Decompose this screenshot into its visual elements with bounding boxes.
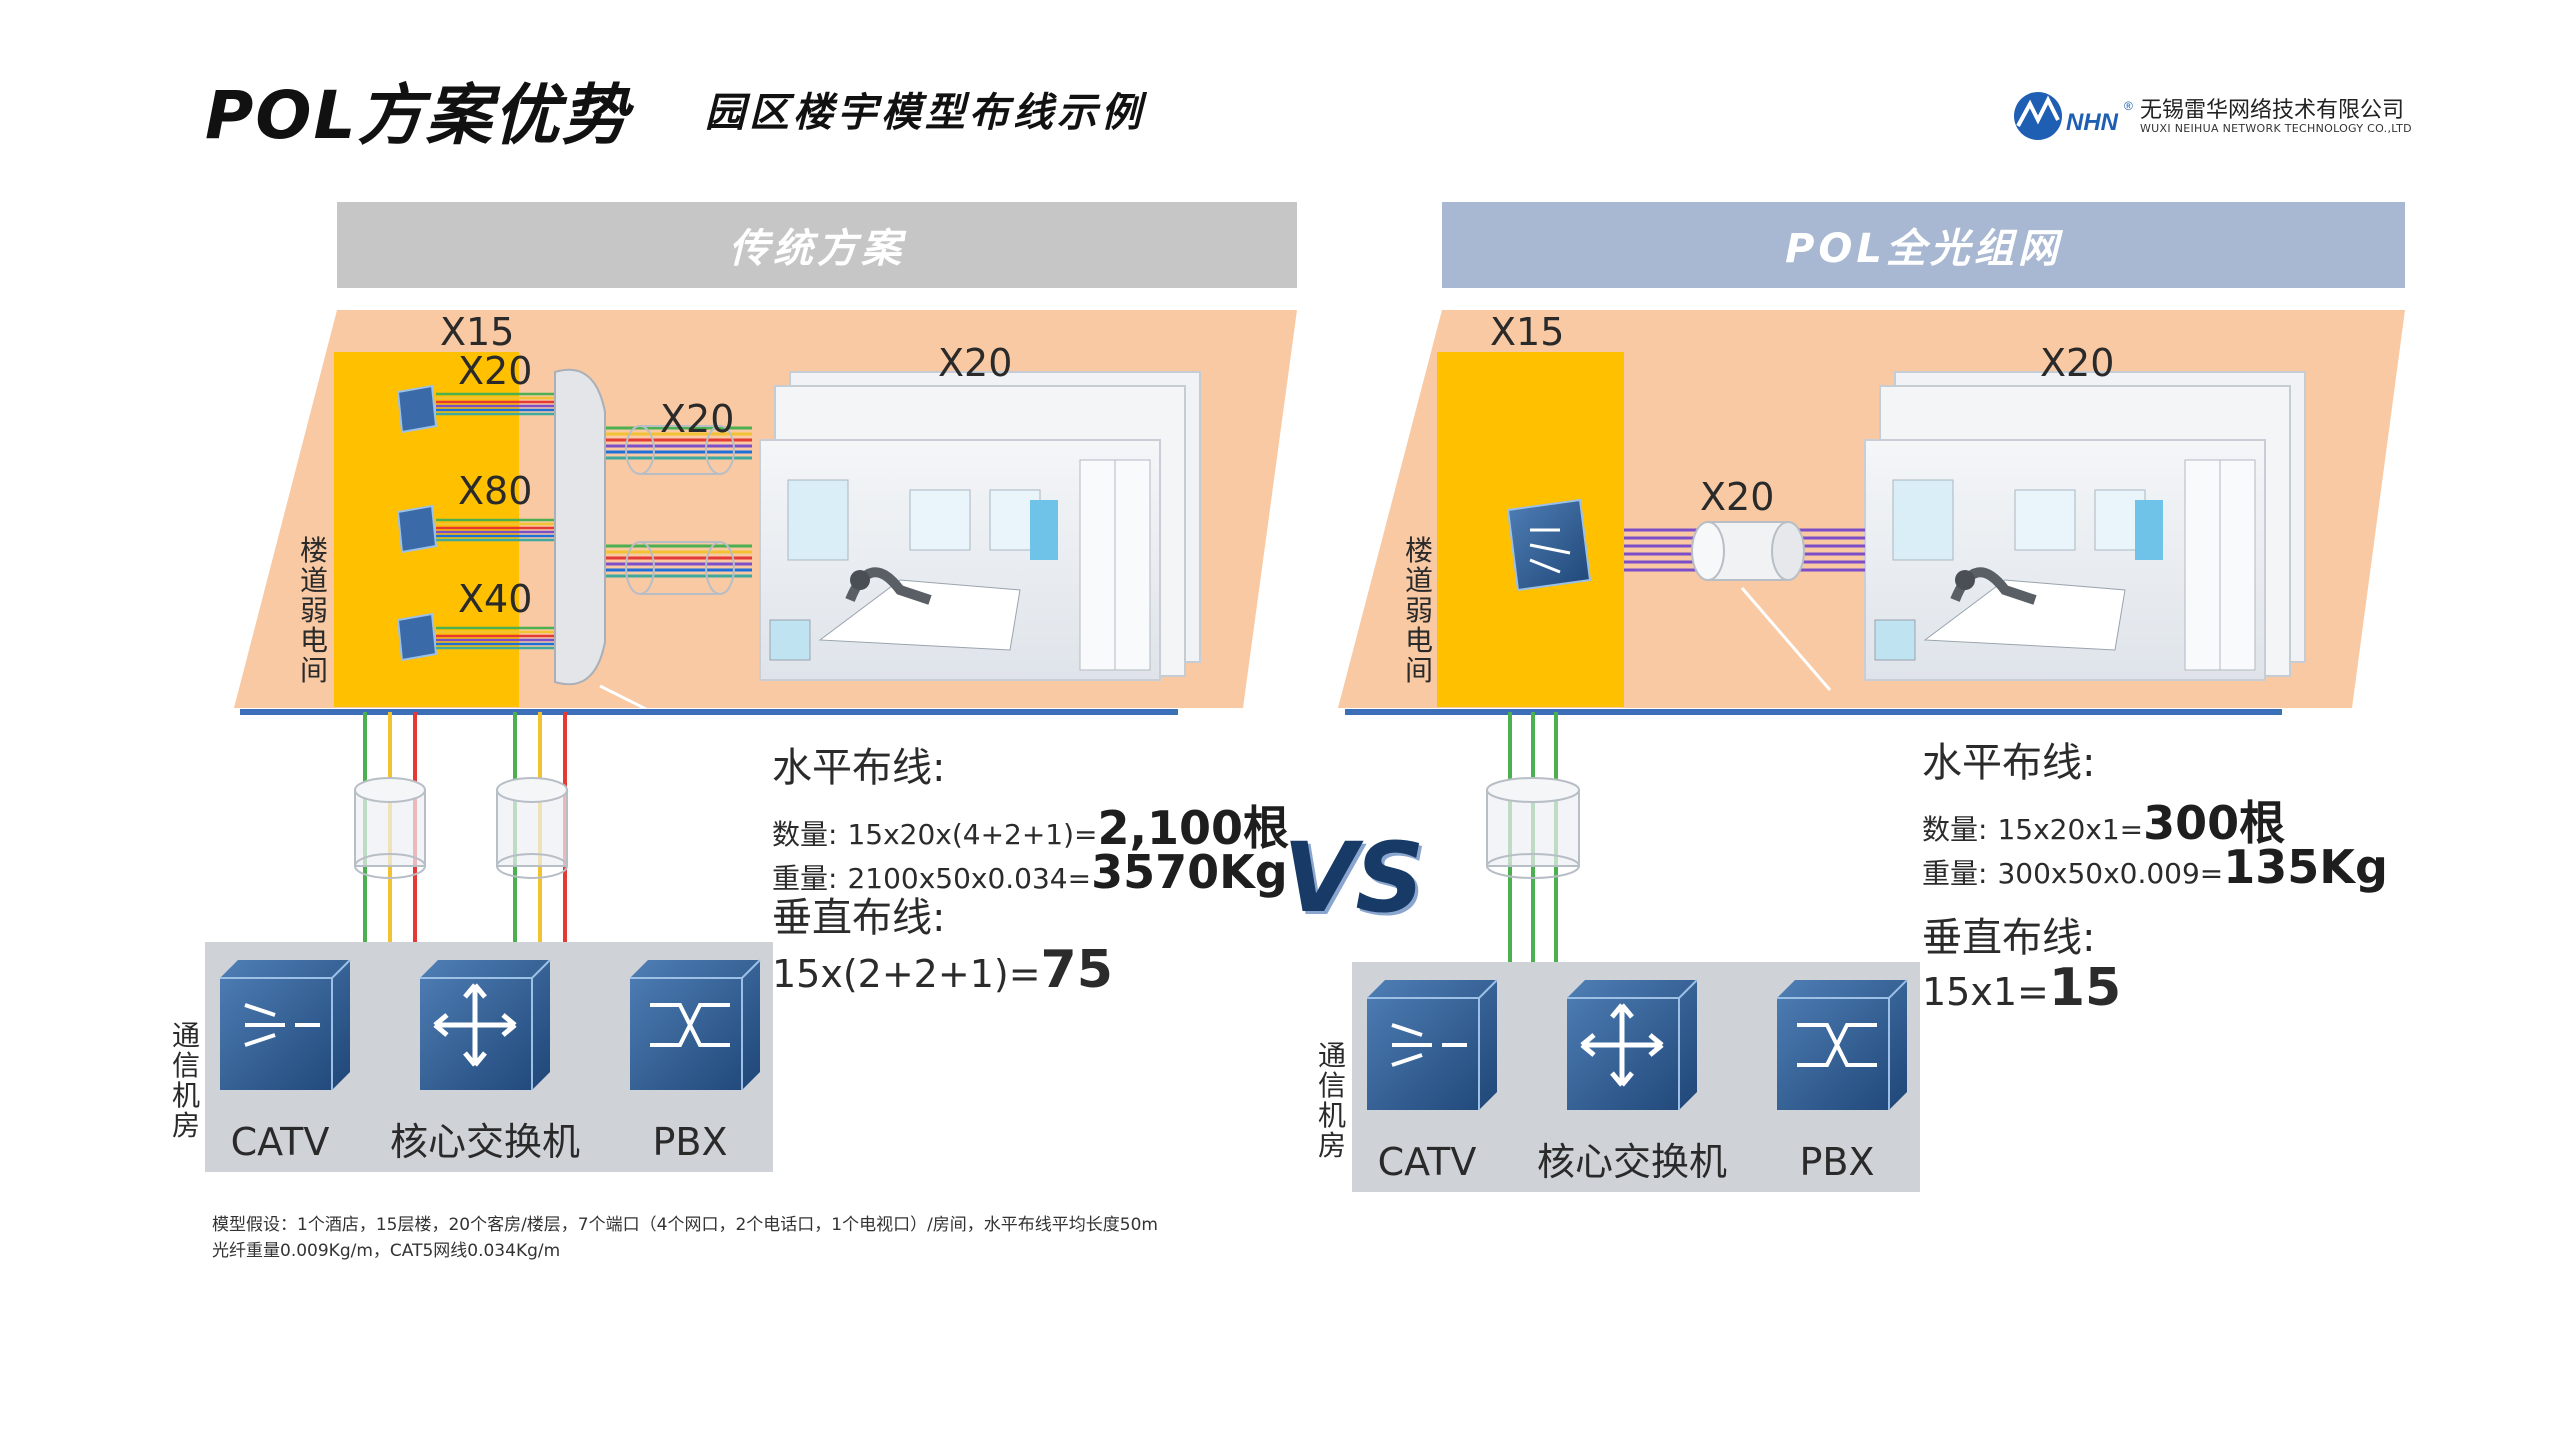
right-horizontal-heading: 水平布线: xyxy=(1922,740,2096,786)
vertical-bundle-2 xyxy=(496,777,568,879)
count-formula: 15x20x1= xyxy=(1997,813,2144,846)
footnote-line-2: 光纤重量0.009Kg/m，CAT5网线0.034Kg/m xyxy=(212,1241,561,1261)
switch-count-label: X20 xyxy=(458,349,532,393)
logo-registered: ® xyxy=(2124,99,2133,113)
floor-count-label: X15 xyxy=(440,310,514,354)
model-assumption-note: 模型假设：1个酒店，15层楼，20个客房/楼层，7个端口（4个网口，2个电话口，… xyxy=(212,1212,1352,1264)
count-result: 300根 xyxy=(2143,796,2286,850)
core-switch-device-icon xyxy=(1566,979,1698,1111)
catv-device-icon xyxy=(1366,979,1498,1111)
trunk-count-label: X20 xyxy=(660,397,734,441)
switch-count-label: X40 xyxy=(458,577,532,621)
logo-mark-text: NHN xyxy=(2066,109,2119,136)
device-label: 核心交换机 xyxy=(390,1120,580,1164)
device-label: CATV xyxy=(231,1120,330,1164)
company-name-cn: 无锡雷华网络技术有限公司 xyxy=(2140,98,2405,123)
fiber-bundle xyxy=(1691,521,1805,581)
pointer-line xyxy=(599,684,681,728)
footnote-line-1: 模型假设：1个酒店，15层楼，20个客房/楼层，7个端口（4个网口，2个电话口，… xyxy=(212,1215,1158,1235)
vertical-result: 15 xyxy=(2048,958,2122,1018)
count-label: 数量: xyxy=(1922,813,1988,846)
switch-count-label: X80 xyxy=(458,469,532,513)
page-subtitle: 园区楼宇模型布线示例 xyxy=(705,90,1145,136)
right-vertical-heading: 垂直布线: xyxy=(1922,915,2096,961)
right-count-row: 数量: 15x20x1=300根 xyxy=(1922,787,2285,853)
vertical-bundle-1 xyxy=(354,777,426,879)
count-result: 2,100根 xyxy=(1097,801,1290,855)
vertical-bundle xyxy=(1486,777,1580,879)
floor-count-label: X15 xyxy=(1490,310,1564,354)
weight-label: 重量: xyxy=(1922,857,1988,890)
rooms-count-label: X20 xyxy=(938,341,1012,385)
vs-label: VS xyxy=(1283,822,1424,934)
device-label: PBX xyxy=(652,1120,727,1164)
rooms-count-label: X20 xyxy=(2040,341,2114,385)
weight-formula: 2100x50x0.034= xyxy=(847,862,1092,895)
rooms-stack xyxy=(1865,371,2306,680)
pbx-device-icon xyxy=(629,959,761,1091)
floor-switch xyxy=(396,504,438,554)
right-vertical-row: 15x1=15 xyxy=(1922,958,2121,1018)
pol-onu-switch xyxy=(1506,498,1592,592)
cable-tray xyxy=(554,368,606,686)
hotel-room-image xyxy=(1865,440,2265,680)
catv-device-icon xyxy=(219,959,351,1091)
hotel-room-image xyxy=(760,440,1160,680)
left-count-row: 数量: 15x20x(4+2+1)=2,100根 xyxy=(772,792,1289,858)
machine-room-devices: CATV 核心交换机 PBX xyxy=(219,959,761,1164)
device-label: 核心交换机 xyxy=(1537,1140,1727,1184)
left-weight-row: 重量: 2100x50x0.034=3570Kg xyxy=(772,845,1288,899)
weight-formula: 300x50x0.009= xyxy=(1997,857,2224,890)
device-label: CATV xyxy=(1378,1140,1477,1184)
rooms-stack xyxy=(760,371,1201,680)
floor-switch xyxy=(396,612,438,662)
vertical-formula: 15x(2+2+1)= xyxy=(772,952,1041,996)
left-horizontal-heading: 水平布线: xyxy=(772,745,946,791)
left-panel-title: 传统方案 xyxy=(337,202,1297,288)
company-logo: NHN ® 无锡雷华网络技术有限公司 WUXI NEIHUA NETWORK T… xyxy=(2008,86,2438,146)
left-vertical-row: 15x(2+2+1)=75 xyxy=(772,940,1113,1000)
machine-room-devices: CATV 核心交换机 PBX xyxy=(1366,979,1908,1184)
company-name-en: WUXI NEIHUA NETWORK TECHNOLOGY CO.,LTD xyxy=(2140,122,2412,135)
vertical-result: 75 xyxy=(1040,940,1113,1000)
machine-room-label: 通信机房 xyxy=(172,1019,200,1142)
trunk-count-label: X20 xyxy=(1700,475,1774,519)
weight-result: 3570Kg xyxy=(1091,845,1288,899)
weak-room-label: 楼道弱电间 xyxy=(300,534,328,687)
nhn-logo-mark-icon: NHN ® xyxy=(2014,92,2133,140)
floor-switch xyxy=(396,384,438,434)
device-label: PBX xyxy=(1799,1140,1874,1184)
cable-bundle-lower xyxy=(625,541,735,595)
core-switch-device-icon xyxy=(419,959,551,1091)
weight-label: 重量: xyxy=(772,862,838,895)
right-diagram: X15 X20 X20 楼道弱电间 xyxy=(1318,310,2405,1192)
weak-room-label: 楼道弱电间 xyxy=(1405,534,1433,687)
vertical-formula: 15x1= xyxy=(1922,970,2049,1014)
right-weight-row: 重量: 300x50x0.009=135Kg xyxy=(1922,840,2388,894)
left-vertical-heading: 垂直布线: xyxy=(772,895,946,941)
count-formula: 15x20x(4+2+1)= xyxy=(847,818,1098,851)
page-title: POL方案优势 xyxy=(205,77,630,154)
pbx-device-icon xyxy=(1776,979,1908,1111)
pointer-line xyxy=(1740,587,1832,691)
machine-room-label: 通信机房 xyxy=(1318,1039,1346,1162)
right-panel-title: POL全光组网 xyxy=(1442,202,2405,288)
cable-bundle-upper xyxy=(625,425,735,475)
count-label: 数量: xyxy=(772,818,838,851)
weight-result: 135Kg xyxy=(2223,840,2388,894)
